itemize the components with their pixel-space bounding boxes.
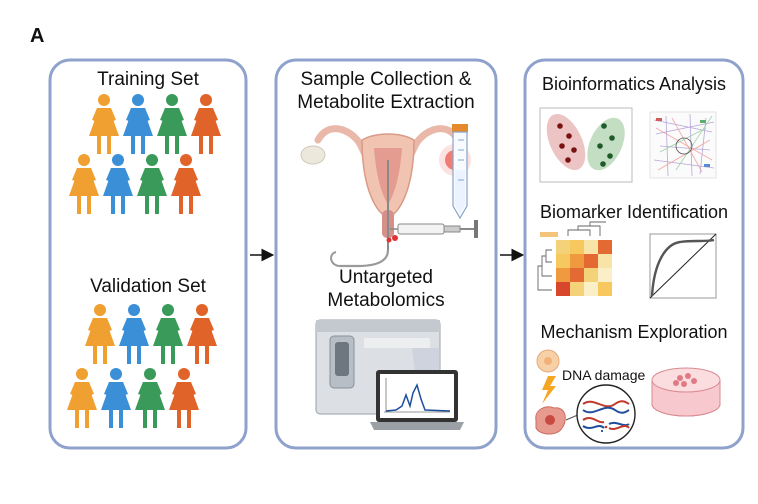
person-icon <box>153 304 183 364</box>
panel-sample-collection <box>274 58 498 450</box>
person-icon <box>157 94 187 154</box>
validation-set-people <box>67 304 217 428</box>
laptop-icon <box>370 370 464 430</box>
person-icon <box>169 368 199 428</box>
sample-collection-title-line1: Sample Collection & <box>300 69 471 90</box>
untargeted-title-line2: Metabolomics <box>327 290 444 311</box>
cluster-plot-icon <box>539 107 633 183</box>
validation-set-title: Validation Set <box>90 276 207 297</box>
mechanism-title: Mechanism Exploration <box>540 322 727 342</box>
training-set-people <box>69 94 221 214</box>
dna-helix-icon <box>576 384 636 444</box>
biomarker-title: Biomarker Identification <box>540 202 728 222</box>
panel-cohorts <box>48 58 248 450</box>
panel-label: A <box>30 25 44 47</box>
person-icon <box>89 94 119 154</box>
roc-curve-icon <box>649 233 717 299</box>
person-icon <box>69 154 99 214</box>
lightning-icon <box>542 376 556 404</box>
training-set-title: Training Set <box>97 69 199 90</box>
sample-collection-title-line2: Metabolite Extraction <box>297 92 474 113</box>
bioinformatics-title: Bioinformatics Analysis <box>542 74 726 94</box>
heatmap-icon <box>537 221 612 296</box>
person-icon <box>67 368 97 428</box>
person-icon <box>101 368 131 428</box>
untargeted-title-line1: Untargeted <box>339 267 433 288</box>
cell-icon <box>536 349 560 373</box>
panel-analysis <box>523 58 745 450</box>
person-icon <box>171 154 201 214</box>
person-icon <box>123 94 153 154</box>
person-icon <box>191 94 221 154</box>
dna-damage-label: DNA damage <box>562 367 645 383</box>
person-icon <box>187 304 217 364</box>
damaged-cell-icon <box>535 406 566 435</box>
pathway-network-icon <box>649 111 717 179</box>
uterus-illustration <box>300 125 471 268</box>
syringe-icon <box>386 220 478 243</box>
petri-dish-icon <box>651 367 721 417</box>
person-icon <box>103 154 133 214</box>
person-icon <box>137 154 167 214</box>
person-icon <box>119 304 149 364</box>
test-tube-icon <box>452 124 468 220</box>
person-icon <box>85 304 115 364</box>
person-icon <box>135 368 165 428</box>
